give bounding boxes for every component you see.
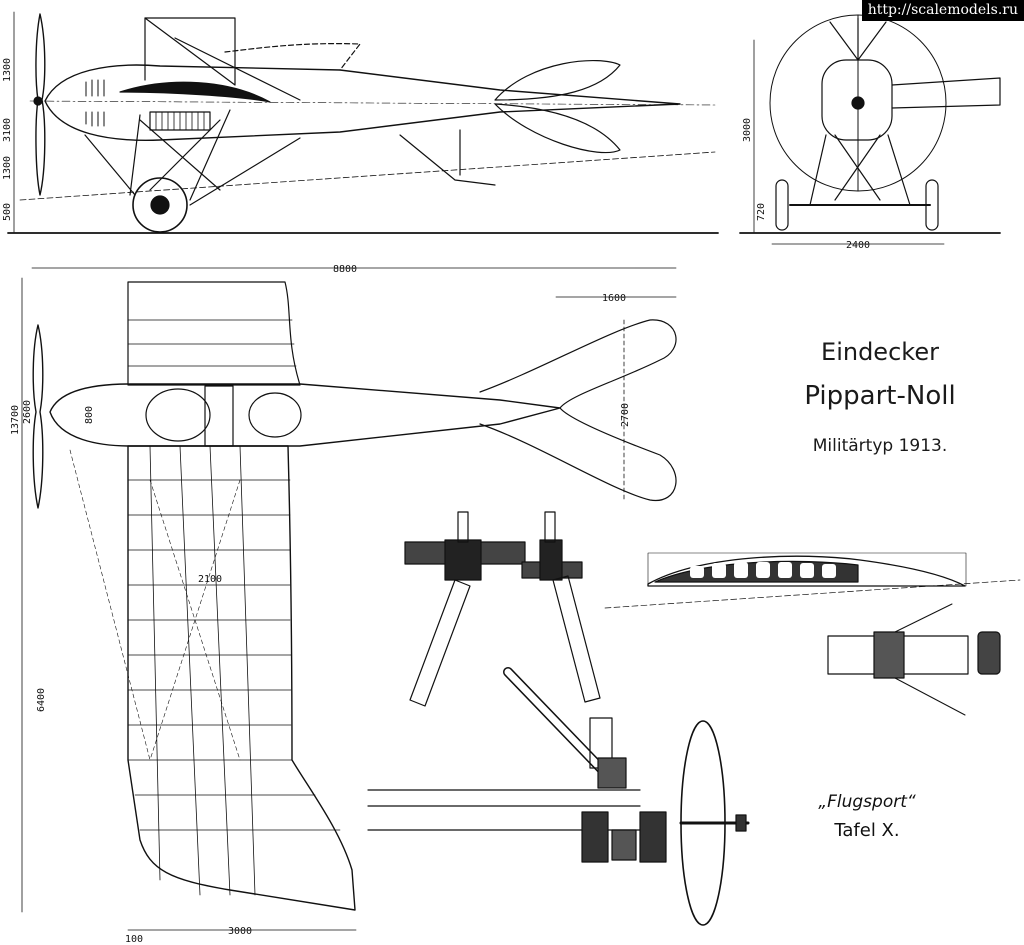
dim-span: 13700	[10, 405, 21, 435]
front-wheel-right	[925, 179, 939, 231]
dim-side-ground: 500	[2, 203, 13, 221]
front-wheel-left	[775, 179, 789, 231]
dim-front-track: 2400	[846, 240, 870, 251]
dim-half-span: 6400	[36, 688, 47, 712]
dim-cowl-width: 800	[84, 406, 95, 424]
spar-end-section	[977, 631, 1001, 675]
dim-front-height: 3000	[742, 118, 753, 142]
dim-length: 8800	[333, 264, 357, 275]
front-view: 3000 720 2400	[739, 14, 1001, 251]
front-undercarriage-struts	[809, 134, 911, 206]
side-fuselage	[44, 64, 681, 141]
detail-spar-joint	[827, 603, 1001, 716]
detail-wheel-nut	[735, 814, 747, 832]
fitting-bracket-left	[444, 539, 482, 581]
source-journal: „Flugsport“	[818, 792, 916, 812]
axle-strut-diagonal-inner	[504, 668, 616, 784]
side-wing-root	[224, 43, 361, 71]
front-hub	[851, 96, 865, 110]
side-wheel	[132, 177, 188, 233]
front-fuselage	[821, 59, 893, 141]
dim-side-lower: 1300	[2, 156, 13, 180]
front-cabane	[829, 17, 887, 61]
dim-rib-spacing: 2100	[198, 574, 222, 585]
title-line-1: Eindecker	[821, 338, 939, 366]
fitting-bolt-right	[544, 511, 556, 543]
plan-wing-upper-ribs	[127, 319, 297, 367]
plan-wing-lower-spars	[149, 445, 256, 896]
side-cowl-louvres	[85, 79, 105, 127]
fitting-strut-left	[409, 579, 471, 707]
axle-spring-right	[639, 811, 667, 863]
dim-wing-offset: 100	[125, 934, 143, 945]
side-centre-line	[29, 100, 716, 106]
side-wheel-hub	[150, 195, 170, 215]
side-undercarriage-struts	[84, 109, 301, 206]
dim-wing-chord: 3000	[228, 926, 252, 937]
rib-chord-line	[604, 579, 1021, 609]
watermark: http://scalemodels.ru	[861, 0, 1024, 21]
side-tailskid	[399, 129, 496, 186]
plan-fuel-tank	[204, 385, 234, 447]
side-elevator-lower	[494, 103, 621, 154]
plan-wing-lower-bracing	[69, 449, 241, 761]
side-cockpit-opening	[119, 81, 271, 103]
dim-fuselage-width: 2600	[22, 400, 33, 424]
plan-view: 8800 1600 13700 2600 6400 800 2700	[10, 264, 677, 945]
axle-hub-block	[611, 829, 637, 861]
propeller	[35, 13, 46, 196]
title-line-2: Pippart-Noll	[804, 381, 956, 411]
detail-wing-rib	[604, 552, 1021, 609]
axle-spring-left	[581, 811, 609, 863]
rib-outline	[647, 555, 966, 587]
dim-tail-chord: 1600	[602, 293, 626, 304]
fitting-strut-right	[552, 575, 601, 703]
plan-wing-lower-ribs	[127, 479, 341, 831]
rib-lightening-holes	[690, 562, 836, 578]
spar-bracing-wires	[894, 603, 966, 716]
spar-fitting	[873, 631, 905, 679]
plan-propeller	[32, 324, 44, 509]
rib-bounding-box	[647, 552, 967, 587]
fitting-bracket-right	[539, 539, 563, 581]
plan-wing-lower	[127, 445, 356, 911]
axle-clamp	[597, 757, 627, 789]
plan-wing-upper	[127, 281, 301, 386]
plan-tailplane	[479, 319, 677, 501]
dim-side-upper: 1300	[2, 58, 13, 82]
fitting-bolt-left	[457, 511, 469, 543]
dim-tailplane-span: 2700	[620, 403, 631, 427]
title-line-3: Militärtyp 1913.	[812, 436, 948, 456]
detail-axle-wheel	[367, 667, 750, 926]
plan-cockpit-front	[145, 388, 211, 442]
dim-side-total: 3100	[2, 118, 13, 142]
plan-cockpit-rear	[248, 392, 302, 438]
side-elevator-upper	[494, 60, 621, 101]
plate-number: Tafel X.	[834, 820, 900, 841]
side-cabane	[144, 17, 301, 101]
side-radiator-slats	[155, 111, 205, 131]
side-view: 1300 3100 1300 500	[2, 11, 719, 234]
detail-strut-fittings	[404, 511, 601, 707]
plan-fuselage	[49, 383, 561, 447]
front-wing-section	[891, 77, 1001, 109]
dim-front-axle: 720	[756, 203, 767, 221]
side-thrust-line	[19, 151, 716, 201]
